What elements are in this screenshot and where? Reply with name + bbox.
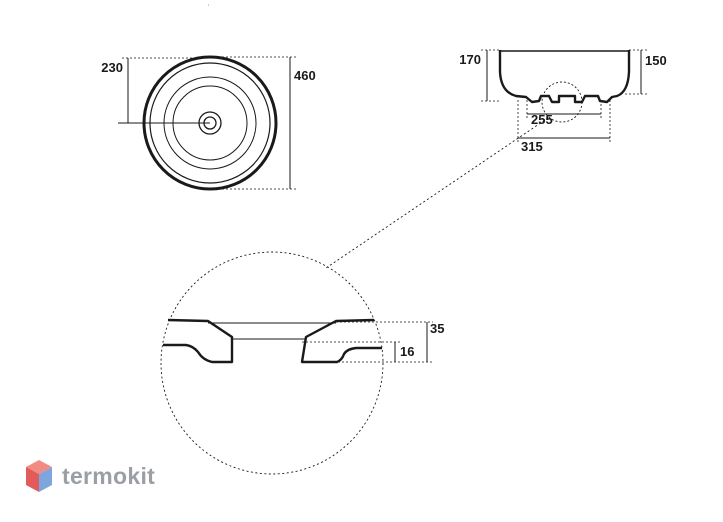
label-detail-outer: 35	[430, 321, 444, 336]
detail-profile-left	[163, 318, 234, 364]
label-top-diameter: 460	[294, 68, 316, 83]
label-top-radius: 230	[101, 60, 123, 75]
detail-leader-line	[325, 117, 549, 269]
label-outer-height: 170	[459, 52, 481, 67]
label-foot-width: 315	[521, 139, 543, 154]
side-view: 170 150 255 315	[459, 49, 667, 154]
stray-mark: '	[208, 5, 209, 11]
detail-circle	[160, 251, 384, 475]
cube-logo-icon	[26, 460, 52, 492]
detail-profile-right	[300, 318, 382, 364]
brand-logo: termokit	[24, 458, 155, 494]
basin-side-profile	[498, 50, 631, 104]
label-base-width: 255	[531, 112, 553, 127]
brand-name: termokit	[62, 462, 156, 489]
top-view: 230 460	[101, 55, 316, 191]
label-inner-height: 150	[645, 53, 667, 68]
cube-right-face	[39, 467, 52, 492]
detail-callout-circle	[541, 81, 583, 123]
label-detail-inner: 16	[400, 344, 414, 359]
detail-view: 35 16	[160, 251, 444, 475]
cube-left-face	[26, 467, 39, 492]
